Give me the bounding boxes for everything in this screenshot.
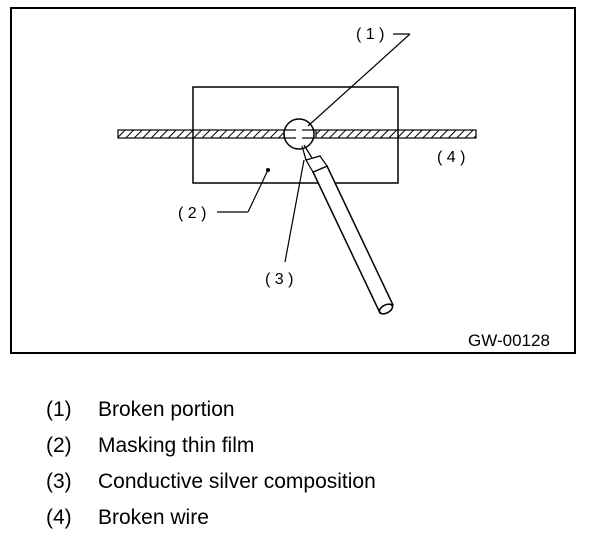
broken-gap-lines <box>284 129 316 139</box>
legend-num: (1) <box>46 398 72 421</box>
diagram-frame <box>10 7 576 354</box>
legend-item: (2) Masking thin film <box>46 432 376 468</box>
callout-1: ( 1 ) <box>356 26 384 43</box>
legend-item: (1) Broken portion <box>46 396 376 432</box>
legend-num: (4) <box>46 506 72 529</box>
legend-text: Broken wire <box>98 506 209 529</box>
figure-code: GW-00128 <box>468 331 550 350</box>
legend-list: (1) Broken portion (2) Masking thin film… <box>46 396 376 540</box>
legend-text: Masking thin film <box>98 434 255 457</box>
legend-text: Conductive silver composition <box>98 470 376 493</box>
legend-text: Broken portion <box>98 398 235 421</box>
diagram: ( 1 ) ( 2 ) ( 3 ) ( 4 ) GW-00128 <box>10 7 576 354</box>
legend-item: (4) Broken wire <box>46 504 376 540</box>
broken-portion-circle <box>283 118 315 150</box>
callout-2: ( 2 ) <box>178 205 206 222</box>
applicator-pen <box>301 144 394 315</box>
legend-num: (2) <box>46 434 72 457</box>
legend-num: (3) <box>46 470 72 493</box>
legend-item: (3) Conductive silver composition <box>46 468 376 504</box>
callout-3: ( 3 ) <box>265 271 293 288</box>
callout-4: ( 4 ) <box>437 149 465 166</box>
leader-lines <box>217 33 411 263</box>
